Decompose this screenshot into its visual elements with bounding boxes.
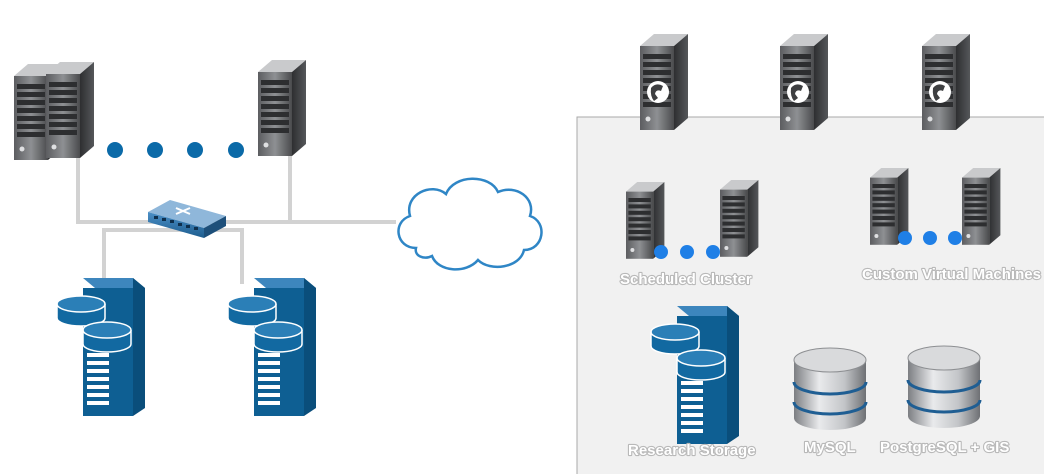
mysql-label: MySQL [804, 439, 856, 456]
network-switch-icon [148, 200, 226, 238]
web-server-icon [640, 34, 688, 130]
ellipsis-dots [898, 231, 962, 245]
custom-virtual-machines: Custom Virtual Machines [861, 168, 1042, 284]
ellipsis-dots [654, 245, 720, 259]
storage-array-icon [227, 277, 317, 417]
scheduled-cluster: Scheduled Cluster [619, 180, 759, 289]
postgres-database: PostgreSQL + GIS [879, 344, 1010, 457]
research-storage-label: Research Storage [628, 442, 756, 459]
ellipsis-dots [107, 142, 244, 158]
web-server-icon [922, 34, 970, 130]
services-panel: Scheduled Cluster Custom Virtual Machine… [576, 34, 1044, 474]
research-storage: Research Storage [627, 305, 757, 460]
network-links [76, 150, 396, 286]
storage-array-icon [56, 277, 146, 417]
cloud-icon [397, 177, 543, 271]
database-icon [906, 344, 982, 430]
scheduled-cluster-label: Scheduled Cluster [620, 271, 752, 288]
mysql-database: MySQL [792, 346, 868, 457]
web-server-icon [780, 34, 828, 130]
server-tower-icon [14, 62, 94, 160]
database-icon [792, 346, 868, 432]
local-network [14, 60, 396, 417]
custom-vms-label: Custom Virtual Machines [862, 266, 1041, 283]
postgres-label: PostgreSQL + GIS [880, 439, 1009, 456]
server-tower-icon [258, 60, 306, 156]
